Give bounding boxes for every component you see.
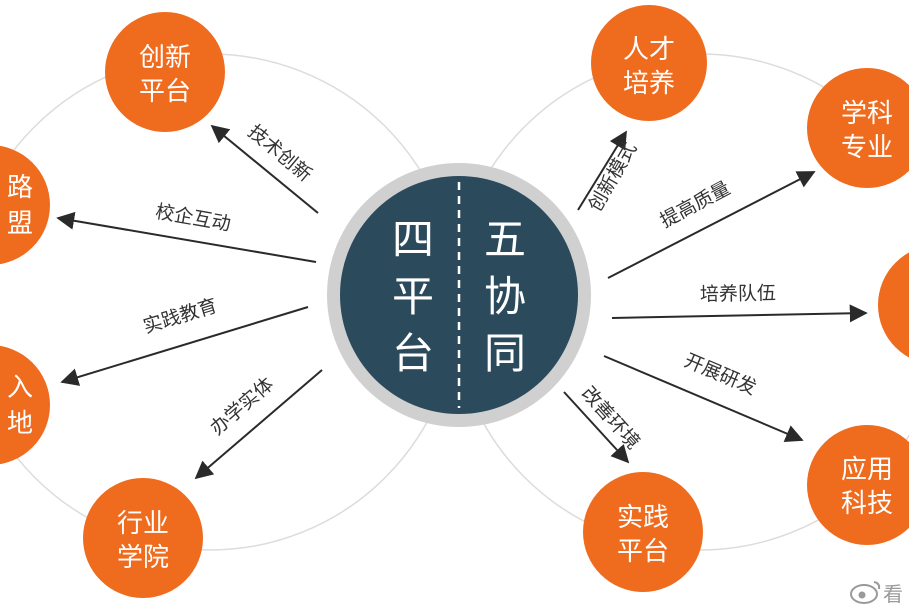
node-practice-platform-line2: 平台: [617, 537, 669, 567]
center-left-char-2: 平: [392, 272, 434, 321]
center-right-char-2: 协: [484, 272, 526, 321]
arrow-school-enterprise: [56, 211, 317, 263]
center-right-char-1: 五: [484, 215, 526, 264]
node-applied-tech-line2: 科技: [841, 489, 893, 519]
arrow-innovation-mode: [577, 130, 627, 211]
arrow-tech-innovation: [210, 124, 319, 214]
label-practice-edu: 实践教育: [141, 295, 220, 338]
arrow-train-team: [611, 304, 868, 323]
node-talent-training: [591, 5, 707, 121]
label-raise-quality: 提高质量: [656, 177, 733, 232]
arrow-rnd: [603, 355, 804, 442]
node-innovation-platform-line1: 创新: [139, 43, 191, 73]
label-train-team: 培养队伍: [700, 282, 776, 305]
node-base: [0, 345, 50, 465]
label-rnd: 开展研发: [681, 350, 760, 400]
node-innovation-platform-line2: 平台: [139, 77, 191, 107]
node-industry-college: [83, 478, 203, 598]
label-school-enterprise: 校企互动: [154, 201, 233, 236]
node-discipline-major-line2: 专业: [841, 133, 893, 163]
node-base-line1: 入: [7, 373, 33, 403]
node-alliance: [0, 145, 50, 265]
node-discipline-major-line1: 学科: [841, 99, 893, 129]
node-base-line2: 地: [7, 409, 33, 439]
center-left-char-3: 台: [392, 329, 434, 378]
arrow-practice-edu: [60, 306, 309, 386]
node-alliance-line1: 路: [7, 173, 33, 203]
node-talent-training-line1: 人才: [623, 35, 675, 65]
node-applied-tech: [807, 425, 909, 545]
watermark-text: 看: [883, 582, 903, 606]
weibo-icon: [850, 581, 881, 604]
arrow-school-entity: [194, 369, 323, 480]
arrow-improve-env: [563, 391, 630, 464]
label-innovation-mode: 创新模式: [584, 139, 641, 216]
node-right-edge: [878, 252, 909, 358]
node-talent-training-line2: 培养: [623, 69, 675, 99]
label-tech-innovation: 技术创新: [244, 121, 316, 187]
node-alliance-line2: 盟: [7, 209, 33, 239]
node-applied-tech-line1: 应用: [841, 455, 893, 485]
label-school-entity: 办学实体: [206, 373, 278, 439]
node-discipline-major: [807, 68, 909, 188]
node-innovation-platform: [105, 12, 225, 132]
arrow-raise-quality: [607, 171, 816, 279]
center-right-char-3: 同: [484, 329, 526, 378]
node-industry-college-line1: 行业: [117, 509, 169, 539]
node-practice-platform-line1: 实践: [617, 503, 669, 533]
center-left-char-1: 四: [392, 215, 434, 264]
node-practice-platform: [583, 472, 703, 592]
node-industry-college-line2: 学院: [117, 543, 169, 573]
